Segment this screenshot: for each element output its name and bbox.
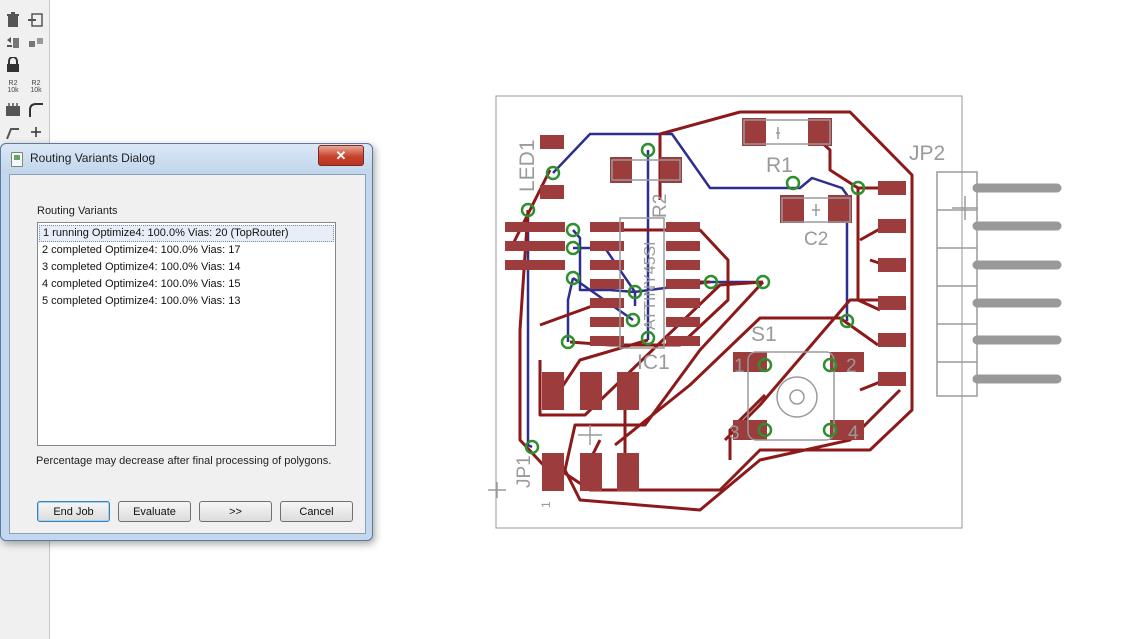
evaluate-button[interactable]: Evaluate bbox=[118, 501, 191, 522]
variant-row[interactable]: 5 completed Optimize4: 100.0% Vias: 13 bbox=[42, 295, 241, 307]
name-icon[interactable]: R2 10k bbox=[3, 77, 23, 97]
bottom-layer-traces bbox=[526, 132, 849, 449]
pads bbox=[505, 118, 906, 491]
name-label: R2 bbox=[8, 80, 18, 87]
cancel-button[interactable]: Cancel bbox=[280, 501, 353, 522]
routing-variants-list[interactable]: 1 running Optimize4: 100.0% Vias: 20 (To… bbox=[37, 222, 336, 446]
label-jp1: JP1 bbox=[514, 455, 535, 488]
variant-row[interactable]: 4 completed Optimize4: 100.0% Vias: 15 bbox=[42, 278, 241, 290]
label-pin4: 4 bbox=[848, 423, 859, 444]
label-c2: C2 bbox=[804, 229, 828, 250]
end-job-button[interactable]: End Job bbox=[37, 501, 110, 522]
polygon-note: Percentage may decrease after final proc… bbox=[36, 455, 332, 467]
label-jp1-pin: 1 bbox=[539, 501, 553, 508]
group-icon[interactable] bbox=[26, 33, 46, 53]
variant-row[interactable]: 2 completed Optimize4: 100.0% Vias: 17 bbox=[42, 244, 241, 256]
value-icon[interactable]: R2 10k bbox=[26, 77, 46, 97]
board-outline bbox=[495, 95, 963, 529]
value-label: R2 bbox=[31, 80, 41, 87]
delete-icon[interactable] bbox=[3, 10, 23, 30]
label-pin3: 3 bbox=[729, 423, 740, 444]
dialog-titlebar[interactable]: Routing Variants Dialog ✕ bbox=[1, 144, 372, 173]
split-icon[interactable] bbox=[26, 10, 46, 30]
jp2-header-pins bbox=[972, 183, 1062, 384]
label-r1: R1 bbox=[766, 154, 793, 177]
component-outlines bbox=[488, 119, 978, 498]
variant-row[interactable]: 1 running Optimize4: 100.0% Vias: 20 (To… bbox=[39, 225, 334, 242]
vias bbox=[520, 142, 866, 455]
lock-icon[interactable] bbox=[3, 55, 23, 75]
top-layer-traces bbox=[508, 110, 914, 512]
label-ic1: IC1 bbox=[637, 351, 670, 374]
smash-icon[interactable] bbox=[3, 100, 23, 120]
value-sub: 10k bbox=[30, 87, 42, 94]
mirror-icon[interactable] bbox=[3, 33, 23, 53]
label-jp2: JP2 bbox=[909, 142, 945, 165]
routing-variants-label: Routing Variants bbox=[37, 205, 118, 217]
variant-row[interactable]: 3 completed Optimize4: 100.0% Vias: 14 bbox=[42, 261, 241, 273]
label-led1: LED1 bbox=[516, 139, 539, 192]
next-button[interactable]: >> bbox=[199, 501, 272, 522]
pcb-board[interactable]: LED1 R2 R1 C2 JP2 ATTINY45SI IC1 S1 1 2 … bbox=[480, 80, 1080, 550]
wire-icon[interactable] bbox=[3, 122, 23, 142]
label-r2: R2 bbox=[650, 194, 671, 218]
label-s1: S1 bbox=[751, 323, 777, 346]
close-button[interactable]: ✕ bbox=[318, 145, 364, 166]
label-pin2: 2 bbox=[846, 356, 857, 377]
miter-icon[interactable] bbox=[26, 100, 46, 120]
close-icon: ✕ bbox=[335, 147, 347, 163]
dialog-title: Routing Variants Dialog bbox=[30, 151, 156, 165]
add-icon[interactable] bbox=[26, 122, 46, 142]
app-icon bbox=[11, 152, 23, 167]
name-sub: 10k bbox=[7, 87, 19, 94]
label-pin1: 1 bbox=[734, 356, 745, 377]
label-ic-part: ATTINY45SI bbox=[642, 241, 659, 330]
